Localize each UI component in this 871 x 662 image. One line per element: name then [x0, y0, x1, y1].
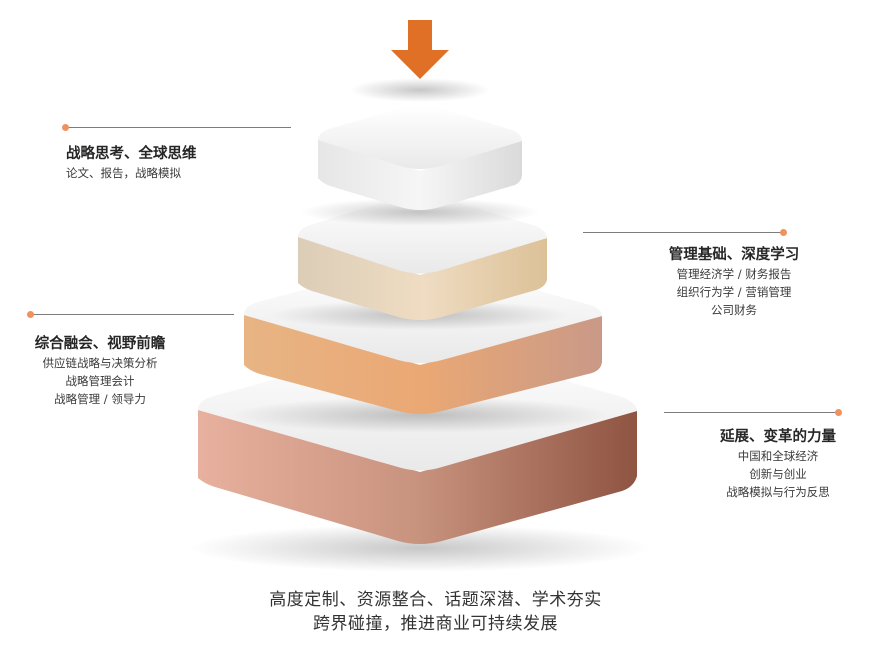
bullet-dot-icon: [780, 229, 787, 236]
layer-3-item-2: 战略管理会计: [65, 374, 135, 388]
layer-3-shadow: [230, 397, 610, 433]
layer-3-item-3: 战略管理 / 领导力: [54, 392, 146, 406]
layer-1-shadow: [300, 198, 540, 226]
layer-3-item-1: 供应链战略与决策分析: [42, 356, 158, 370]
layer-3-label: 综合融会、视野前瞻 供应链战略与决策分析 战略管理会计 战略管理 / 领导力: [10, 334, 190, 408]
layer-2-title: 管理基础、深度学习: [668, 247, 800, 263]
connector-line-layer-4: [664, 412, 839, 413]
caption: 高度定制、资源整合、话题深潜、学术夯实 跨界碰撞，推进商业可持续发展: [0, 588, 871, 636]
arrow-shadow: [350, 78, 490, 102]
caption-line-2: 跨界碰撞，推进商业可持续发展: [313, 614, 558, 634]
bullet-dot-icon: [835, 409, 842, 416]
bullet-dot-icon: [62, 124, 69, 131]
caption-line-1: 高度定制、资源整合、话题深潜、学术夯实: [269, 590, 602, 610]
layer-4-item-1: 中国和全球经济: [737, 449, 819, 463]
down-arrow-icon: [391, 20, 449, 79]
layer-2-item-3: 公司财务: [711, 303, 757, 317]
pyramid-layer-1: [318, 106, 522, 210]
layer-4-shadow: [190, 524, 650, 572]
layer-2-label: 管理基础、深度学习 管理经济学 / 财务报告 组织行为学 / 营销管理 公司财务: [634, 245, 834, 319]
connector-line-layer-2: [583, 232, 784, 233]
layer-4-title: 延展、变革的力量: [720, 429, 836, 445]
layer-2-item-2: 组织行为学 / 营销管理: [676, 285, 792, 299]
bullet-dot-icon: [27, 311, 34, 318]
layer-2-item-1: 管理经济学 / 财务报告: [676, 267, 792, 281]
layer-4-item-2: 创新与创业: [749, 467, 807, 481]
layer-4-label: 延展、变革的力量 中国和全球经济 创新与创业 战略模拟与行为反思: [688, 427, 868, 501]
layer-1-title: 战略思考、全球思维: [66, 146, 197, 162]
layer-1-label: 战略思考、全球思维 论文、报告，战略模拟: [66, 144, 197, 182]
connector-line-layer-3: [30, 314, 234, 315]
layer-4-item-3: 战略模拟与行为反思: [726, 485, 830, 499]
layer-1-item-1: 论文、报告，战略模拟: [66, 166, 181, 180]
connector-line-layer-1: [65, 127, 291, 128]
layer-3-title: 综合融会、视野前瞻: [34, 336, 166, 352]
